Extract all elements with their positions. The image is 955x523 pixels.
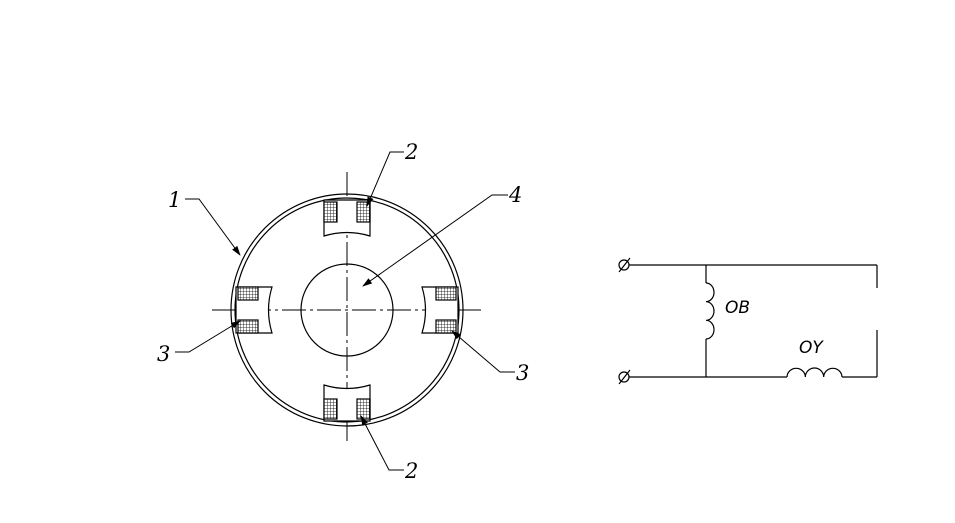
circuit-schematic: [618, 257, 878, 385]
callout-3-left: 3: [157, 342, 170, 366]
callout-4: 4: [508, 183, 522, 207]
pole-bottom: [323, 384, 371, 422]
pole-top-winding-right: [356, 201, 371, 223]
pole-top-winding-left: [323, 201, 338, 223]
callout-3-right: 3: [516, 361, 529, 385]
terminal-bottom: [618, 369, 631, 385]
pole-bottom-winding-right: [356, 398, 371, 420]
ob-winding-coil: [705, 282, 715, 340]
pole-right-winding-bottom: [435, 319, 457, 334]
pole-left-winding-top: [237, 286, 259, 301]
callout-2-top: 2: [404, 140, 418, 164]
machine-cross-section: [212, 172, 482, 444]
leader-1: [185, 198, 241, 256]
pole-left-winding-bottom: [237, 319, 259, 334]
oy-winding-label: OY: [799, 338, 824, 358]
terminal-top: [618, 257, 631, 273]
leader-2-bottom: [360, 415, 404, 471]
callout-labels: 1 2 2 3 3 4: [157, 140, 529, 483]
leader-4: [362, 194, 508, 287]
leader-2-top: [366, 151, 404, 207]
oy-winding-coil: [786, 367, 843, 378]
pole-top: [323, 199, 371, 237]
pole-left: [235, 286, 273, 334]
callout-leaders: [175, 151, 515, 471]
callout-2-bottom: 2: [404, 459, 418, 483]
pole-right-winding-top: [435, 286, 457, 301]
leader-3-left: [175, 320, 241, 353]
pole-right: [421, 286, 459, 334]
leader-3-right: [451, 330, 515, 373]
ob-winding-label: OB: [725, 298, 750, 318]
callout-1: 1: [168, 188, 181, 212]
pole-bottom-winding-left: [323, 398, 338, 420]
